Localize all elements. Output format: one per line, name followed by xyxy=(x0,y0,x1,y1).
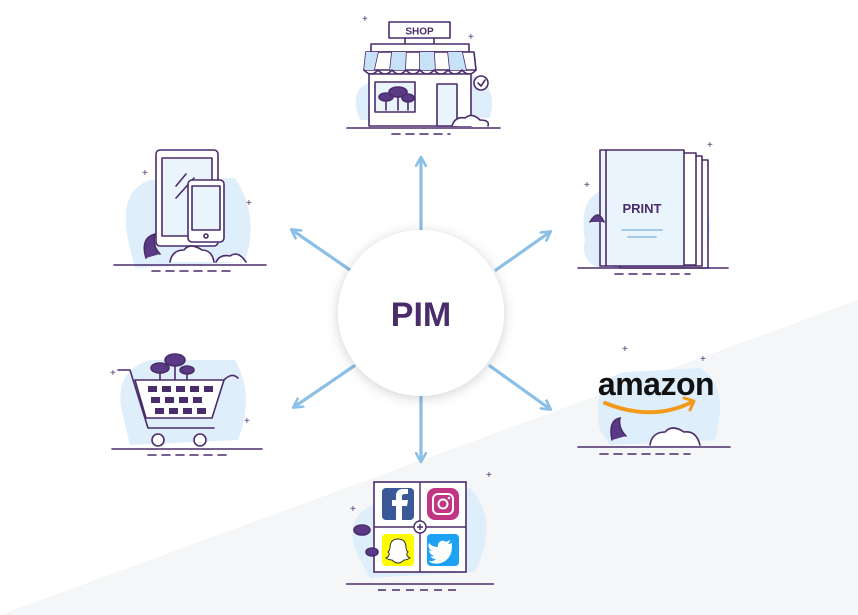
twitter-icon xyxy=(427,534,459,566)
svg-text:+: + xyxy=(584,180,590,191)
svg-text:+: + xyxy=(468,32,474,43)
facebook-icon xyxy=(382,488,414,520)
svg-text:+: + xyxy=(110,368,116,379)
svg-text:+: + xyxy=(350,504,356,515)
svg-text:+: + xyxy=(700,354,706,365)
svg-text:+: + xyxy=(486,470,492,481)
mobile-devices-icon: + + xyxy=(113,149,267,272)
svg-text:+: + xyxy=(142,168,148,179)
pim-hub: PIM xyxy=(338,230,504,396)
print-label: PRINT xyxy=(623,201,662,216)
svg-text:+: + xyxy=(622,344,628,355)
svg-text:+: + xyxy=(244,416,250,427)
arrow-to-amazon xyxy=(488,364,550,409)
snapchat-icon xyxy=(382,534,414,566)
amazon-logo: amazon + + xyxy=(577,344,731,455)
svg-text:+: + xyxy=(362,14,368,25)
arrow-to-print xyxy=(494,232,550,272)
instagram-icon xyxy=(427,488,459,520)
social-media-grid: + + xyxy=(346,470,494,591)
hub-label: PIM xyxy=(391,296,451,334)
arrow-to-cart xyxy=(294,364,356,407)
connector-arrows xyxy=(292,158,550,461)
arrow-to-devices xyxy=(292,230,352,272)
svg-text:+: + xyxy=(246,198,252,209)
amazon-wordmark: amazon xyxy=(598,366,714,402)
shopping-cart-icon: + + xyxy=(110,353,263,456)
shop-icon: SHOP + + xyxy=(346,14,501,135)
shop-sign-label: SHOP xyxy=(405,27,434,38)
svg-text:+: + xyxy=(707,140,713,151)
print-book-icon: PRINT + + xyxy=(577,140,729,275)
